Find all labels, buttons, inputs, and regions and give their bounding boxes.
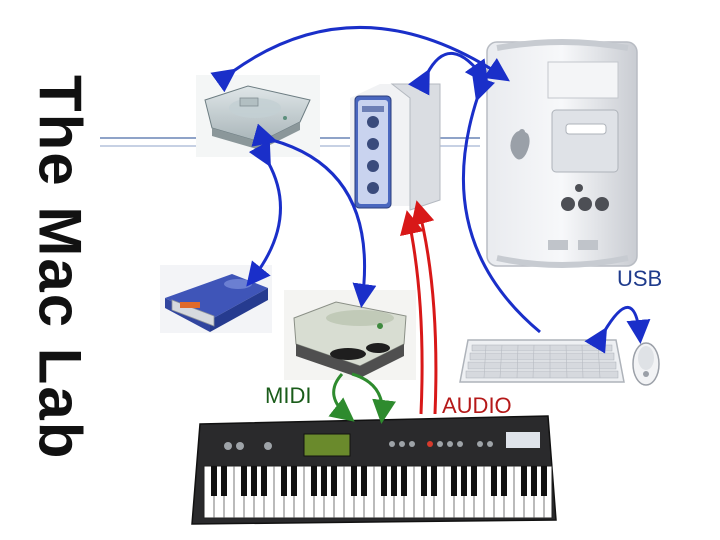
audio-interface: [350, 84, 440, 210]
x5d-synth-keyboard: [192, 416, 556, 524]
usb-link-hub-mac: [232, 27, 505, 78]
midi-label: MIDI: [265, 383, 311, 409]
usb-link-keyboard-mouse: [604, 307, 640, 338]
usb-label: USB: [617, 266, 662, 292]
mouse: [633, 343, 659, 385]
usb-link-audio-mac: [427, 53, 485, 80]
usb-link-hub-zip: [250, 162, 280, 282]
usb-hub: [196, 75, 320, 157]
power-mac-g4: [487, 42, 637, 266]
audio-label: AUDIO: [442, 393, 512, 419]
midi-interface: [284, 290, 416, 380]
midi-link-in: [352, 374, 382, 418]
computer-keyboard: [460, 340, 624, 382]
midi-link-out: [334, 374, 350, 418]
